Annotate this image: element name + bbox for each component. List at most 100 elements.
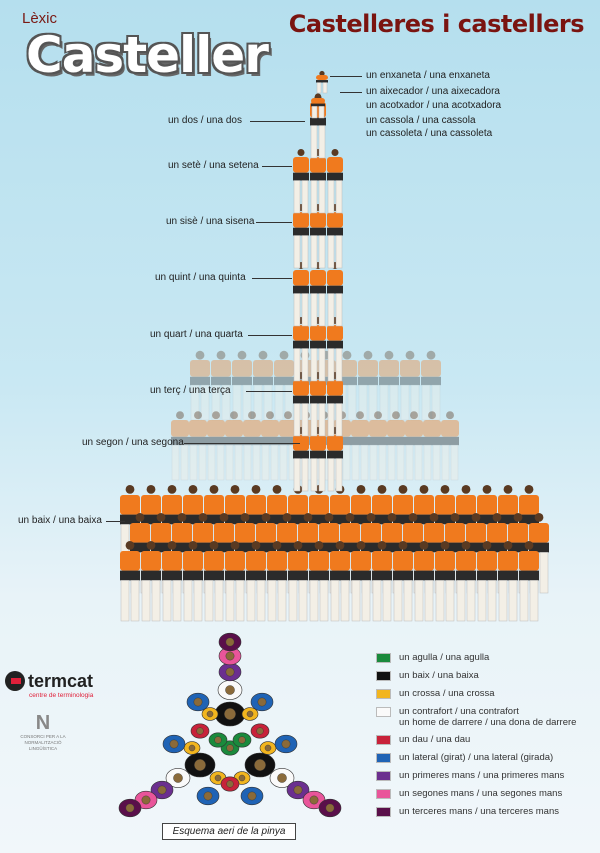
- shirt: [456, 495, 476, 515]
- head: [363, 350, 373, 360]
- head: [513, 513, 523, 522]
- legend-swatch: [376, 789, 391, 799]
- sash: [414, 514, 434, 525]
- pinya-person: [372, 541, 392, 622]
- head: [125, 485, 135, 494]
- leg: [358, 384, 368, 421]
- leg: [327, 180, 335, 214]
- shirt: [487, 523, 507, 543]
- faded-manilles-person: [423, 411, 441, 481]
- head: [377, 541, 387, 550]
- lexic-label: Lèxic: [22, 10, 58, 27]
- leg: [298, 580, 308, 622]
- sash: [204, 514, 224, 525]
- pinya-position: [302, 790, 326, 810]
- position-head: [194, 759, 206, 771]
- leader-line: [252, 278, 292, 279]
- sash: [330, 570, 350, 581]
- shirt: [327, 435, 343, 451]
- sash: [310, 450, 326, 459]
- leg: [277, 580, 287, 622]
- leader-line: [340, 92, 362, 93]
- leg: [216, 444, 225, 481]
- sash: [310, 340, 326, 349]
- position-head: [224, 708, 236, 720]
- leg: [214, 580, 224, 622]
- shirt: [424, 523, 444, 543]
- sash: [414, 570, 434, 581]
- leg: [414, 580, 424, 622]
- head: [356, 541, 366, 550]
- leg: [539, 552, 549, 594]
- shirt: [293, 325, 309, 341]
- shirt: [298, 523, 318, 543]
- faded-folre-person: [379, 350, 399, 421]
- shirt: [183, 495, 203, 515]
- leg: [301, 403, 309, 437]
- sash: [288, 514, 308, 525]
- sash: [477, 514, 497, 525]
- head: [237, 350, 247, 360]
- leg: [221, 384, 231, 421]
- faded-manilles-person: [387, 411, 405, 481]
- leg: [347, 384, 357, 421]
- sash: [477, 570, 497, 581]
- head: [194, 411, 202, 420]
- pinya-position: [184, 752, 216, 778]
- head: [503, 541, 513, 550]
- leg: [405, 444, 414, 481]
- head: [216, 350, 226, 360]
- leg: [310, 125, 318, 159]
- pinya-position: [220, 776, 240, 792]
- head: [440, 541, 450, 550]
- head: [342, 350, 352, 360]
- shirt: [120, 495, 140, 515]
- faded-folre-person: [253, 350, 273, 421]
- leg: [327, 403, 335, 437]
- shirt: [172, 523, 192, 543]
- head: [374, 411, 382, 420]
- legend-item: un dau / una dau: [376, 734, 470, 745]
- shirt: [327, 157, 343, 173]
- leg: [508, 580, 518, 622]
- leg: [529, 580, 539, 622]
- head: [331, 149, 339, 157]
- shirt: [421, 360, 441, 377]
- legend-label: un terceres mans / una terceres mans: [399, 806, 559, 817]
- shirt: [311, 98, 325, 104]
- sash: [171, 436, 189, 446]
- leg: [487, 580, 497, 622]
- position-head: [225, 685, 235, 695]
- head: [384, 350, 394, 360]
- leg: [335, 348, 343, 382]
- sash: [529, 542, 549, 553]
- leg: [318, 235, 326, 269]
- sash: [130, 542, 150, 553]
- leg: [151, 580, 161, 622]
- sash: [253, 376, 273, 386]
- tower-person: [327, 262, 343, 327]
- leg: [242, 384, 252, 421]
- sash: [498, 514, 518, 525]
- pinya-position: [250, 723, 270, 739]
- leader-line: [330, 76, 362, 77]
- legend-swatch: [376, 707, 391, 717]
- leg: [327, 235, 335, 269]
- head: [146, 541, 156, 550]
- pinya-position: [134, 790, 158, 810]
- head: [272, 541, 282, 550]
- shirt: [293, 212, 309, 228]
- cpnl-logo: N CONSORCI PER A LA NORMALITZACIÓ LINGÜÍ…: [18, 712, 68, 752]
- position-head: [225, 667, 235, 677]
- head: [335, 541, 345, 550]
- leg: [279, 444, 288, 481]
- shirt: [498, 551, 518, 571]
- leg: [396, 444, 405, 481]
- legend-swatch: [376, 807, 391, 817]
- leg: [310, 458, 318, 492]
- leg: [435, 580, 445, 622]
- shirt: [253, 360, 273, 377]
- leg: [293, 403, 301, 437]
- position-head: [225, 651, 235, 661]
- sash: [445, 542, 465, 553]
